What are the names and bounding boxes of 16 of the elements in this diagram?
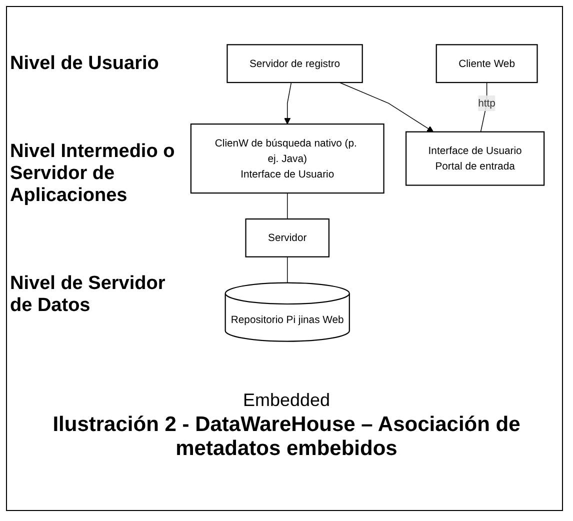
node-box: Interface de Usuario Portal de entrada — [405, 131, 545, 186]
caption: Ilustración 2 - DataWareHouse – Asociación de metadatos embebidos — [52, 413, 522, 461]
arrow — [339, 82, 434, 132]
level-label: Nivel de Servidor de Datos — [10, 273, 166, 317]
connector — [287, 256, 288, 284]
level-label: Nivel de Usuario — [10, 53, 160, 75]
node-box: Servidor de registro — [226, 44, 363, 84]
node-box: Servidor — [245, 218, 330, 258]
connector — [480, 82, 488, 132]
figure-label: Embedded — [242, 390, 332, 411]
edge-label: http — [478, 96, 496, 109]
node-box: Cliente Web — [436, 44, 538, 84]
level-label: Nivel Intermedio o Servidor de Aplicaciones — [10, 141, 176, 207]
node-box: ClienW de búsqueda nativo (p. ej. Java) Interface de Usuario — [190, 123, 384, 194]
connector — [287, 192, 288, 220]
arrow — [284, 82, 292, 124]
